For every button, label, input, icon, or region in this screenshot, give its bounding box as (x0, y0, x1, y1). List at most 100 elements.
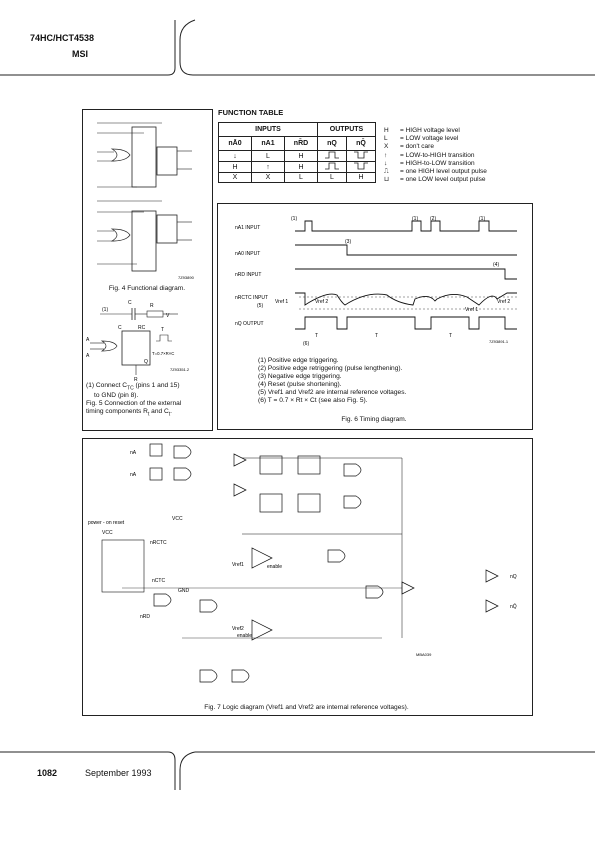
svg-text:(4): (4) (493, 262, 499, 268)
svg-text:VCC: VCC (172, 516, 183, 522)
function-table: INPUTS OUTPUTS nĀ0 nA1 nR̄D nQ nQ̄ ↓ L H… (218, 122, 376, 183)
fig4-functional-diagram: (1) C R V C RC A A Q T T=0.7×R×C R 7Z933… (86, 122, 195, 383)
legend-item: ⊔= one LOW level output pulse (384, 176, 486, 184)
svg-text:(1): (1) (102, 307, 108, 313)
svg-text:nRCTC: nRCTC (150, 540, 167, 546)
fig5-caption: (1) Connect CTC (pins 1 and 15) to GND (… (86, 382, 182, 418)
svg-text:V: V (166, 313, 170, 319)
svg-text:(2): (2) (430, 216, 436, 222)
high-pulse-icon (317, 150, 347, 162)
legend-item: X= don't care (384, 143, 434, 151)
col-header: nQ̄ (346, 136, 376, 151)
svg-text:Vref 1: Vref 1 (275, 299, 288, 305)
svg-text:VCC: VCC (102, 530, 113, 536)
signal-label: nA1 INPUT (235, 225, 260, 231)
svg-text:nQ: nQ (510, 574, 517, 580)
publication-date: September 1993 (85, 768, 152, 778)
table-cell: L (251, 150, 285, 162)
svg-text:T: T (449, 333, 452, 339)
svg-text:7Z93351.2: 7Z93351.2 (170, 367, 190, 372)
fig7-frame (82, 438, 533, 716)
svg-text:(1): (1) (479, 216, 485, 222)
svg-text:Vref 2: Vref 2 (315, 299, 328, 305)
svg-text:nA0 INPUT: nA0 INPUT (235, 251, 260, 257)
svg-text:(1): (1) (291, 216, 297, 222)
table-cell: ↑ (251, 161, 285, 173)
svg-text:nRD INPUT: nRD INPUT (235, 272, 261, 278)
svg-text:A: A (86, 337, 90, 343)
table-cell: L (284, 172, 318, 183)
fig7-logic-diagram: nA nA power - on reset VCC VCC nRCTC nCT… (88, 443, 517, 683)
legend-item: H= HIGH voltage level (384, 127, 460, 134)
svg-text:nQ̄: nQ̄ (510, 603, 517, 610)
svg-text:nRD: nRD (140, 614, 150, 620)
svg-text:(1): (1) (412, 216, 418, 222)
fig6-caption: Fig. 6 Timing diagram. (341, 416, 407, 423)
svg-text:nCTC: nCTC (152, 578, 165, 584)
fig7-caption: Fig. 7 Logic diagram (Vref1 and Vref2 ar… (204, 704, 409, 711)
legend-item: ↓= HIGH-to-LOW transition (384, 159, 475, 167)
fig4-5-frame (82, 109, 213, 431)
svg-text:enable: enable (267, 564, 282, 570)
svg-text:MBA039: MBA039 (416, 652, 432, 657)
svg-text:nA: nA (130, 472, 137, 478)
table-cell: X (218, 172, 252, 183)
fig6-notes: (1) Positive edge triggering. (2) Positi… (258, 357, 407, 404)
svg-text:A: A (86, 353, 90, 359)
table-row: H ↑ H (218, 161, 376, 173)
legend-item: ⎍= one HIGH level output pulse (384, 168, 487, 176)
function-table-title: FUNCTION TABLE (218, 108, 284, 117)
table-cell: ↓ (218, 150, 252, 162)
high-pulse-icon (317, 161, 347, 173)
col-header: nQ (317, 136, 347, 151)
table-cell: L (317, 172, 347, 183)
svg-text:T: T (315, 333, 318, 339)
svg-text:nRCTC INPUT: nRCTC INPUT (235, 295, 268, 301)
fig6-timing-diagram: nA1 INPUT nA0 INPUT nRD INPUT nRCTC INPU… (235, 216, 517, 347)
svg-text:T: T (161, 327, 164, 333)
svg-text:T: T (375, 333, 378, 339)
family-label: MSI (72, 49, 89, 59)
low-pulse-icon (346, 161, 376, 173)
svg-text:Vref 2: Vref 2 (497, 299, 510, 305)
svg-text:7Z93891.1: 7Z93891.1 (489, 339, 509, 344)
svg-text:(6): (6) (303, 341, 309, 347)
low-pulse-icon (346, 150, 376, 162)
svg-text:C: C (118, 325, 122, 331)
table-cell: X (251, 172, 285, 183)
svg-text:T=0.7×R×C: T=0.7×R×C (152, 351, 174, 356)
svg-text:Vref 1: Vref 1 (465, 307, 478, 313)
svg-text:power - on reset: power - on reset (88, 520, 125, 526)
svg-text:enable: enable (237, 633, 252, 639)
svg-text:C: C (128, 300, 132, 306)
legend-item: L= LOW voltage level (384, 135, 459, 143)
svg-text:RC: RC (138, 325, 146, 331)
svg-text:nA: nA (130, 450, 137, 456)
fig6-frame (217, 203, 533, 430)
inputs-header: INPUTS (218, 122, 318, 137)
svg-text:Q: Q (144, 359, 148, 365)
table-row: ↓ L H (218, 150, 376, 162)
legend-item: ↑= LOW-to-HIGH transition (384, 151, 475, 159)
svg-text:GND: GND (178, 588, 190, 594)
svg-text:7Z93890: 7Z93890 (178, 275, 195, 280)
table-cell: H (284, 161, 318, 173)
page-number: 1082 (37, 768, 58, 778)
svg-text:Vref1: Vref1 (232, 562, 244, 568)
function-table-legend: H= HIGH voltage level L= LOW voltage lev… (384, 127, 487, 184)
fig4-caption: Fig. 4 Functional diagram. (108, 285, 186, 292)
col-header: nĀ0 (218, 136, 252, 151)
part-number: 74HC/HCT4538 (30, 33, 95, 43)
svg-text:R: R (134, 377, 138, 383)
outputs-header: OUTPUTS (317, 122, 376, 137)
svg-text:(3): (3) (345, 239, 351, 245)
svg-text:R: R (150, 303, 154, 309)
svg-text:(5): (5) (257, 303, 263, 309)
col-header: nA1 (251, 136, 285, 151)
table-cell: H (218, 161, 252, 173)
svg-text:nQ OUTPUT: nQ OUTPUT (235, 321, 264, 327)
table-row: X X L L H (218, 172, 376, 183)
col-header: nR̄D (284, 136, 318, 151)
svg-text:Vref2: Vref2 (232, 626, 244, 632)
